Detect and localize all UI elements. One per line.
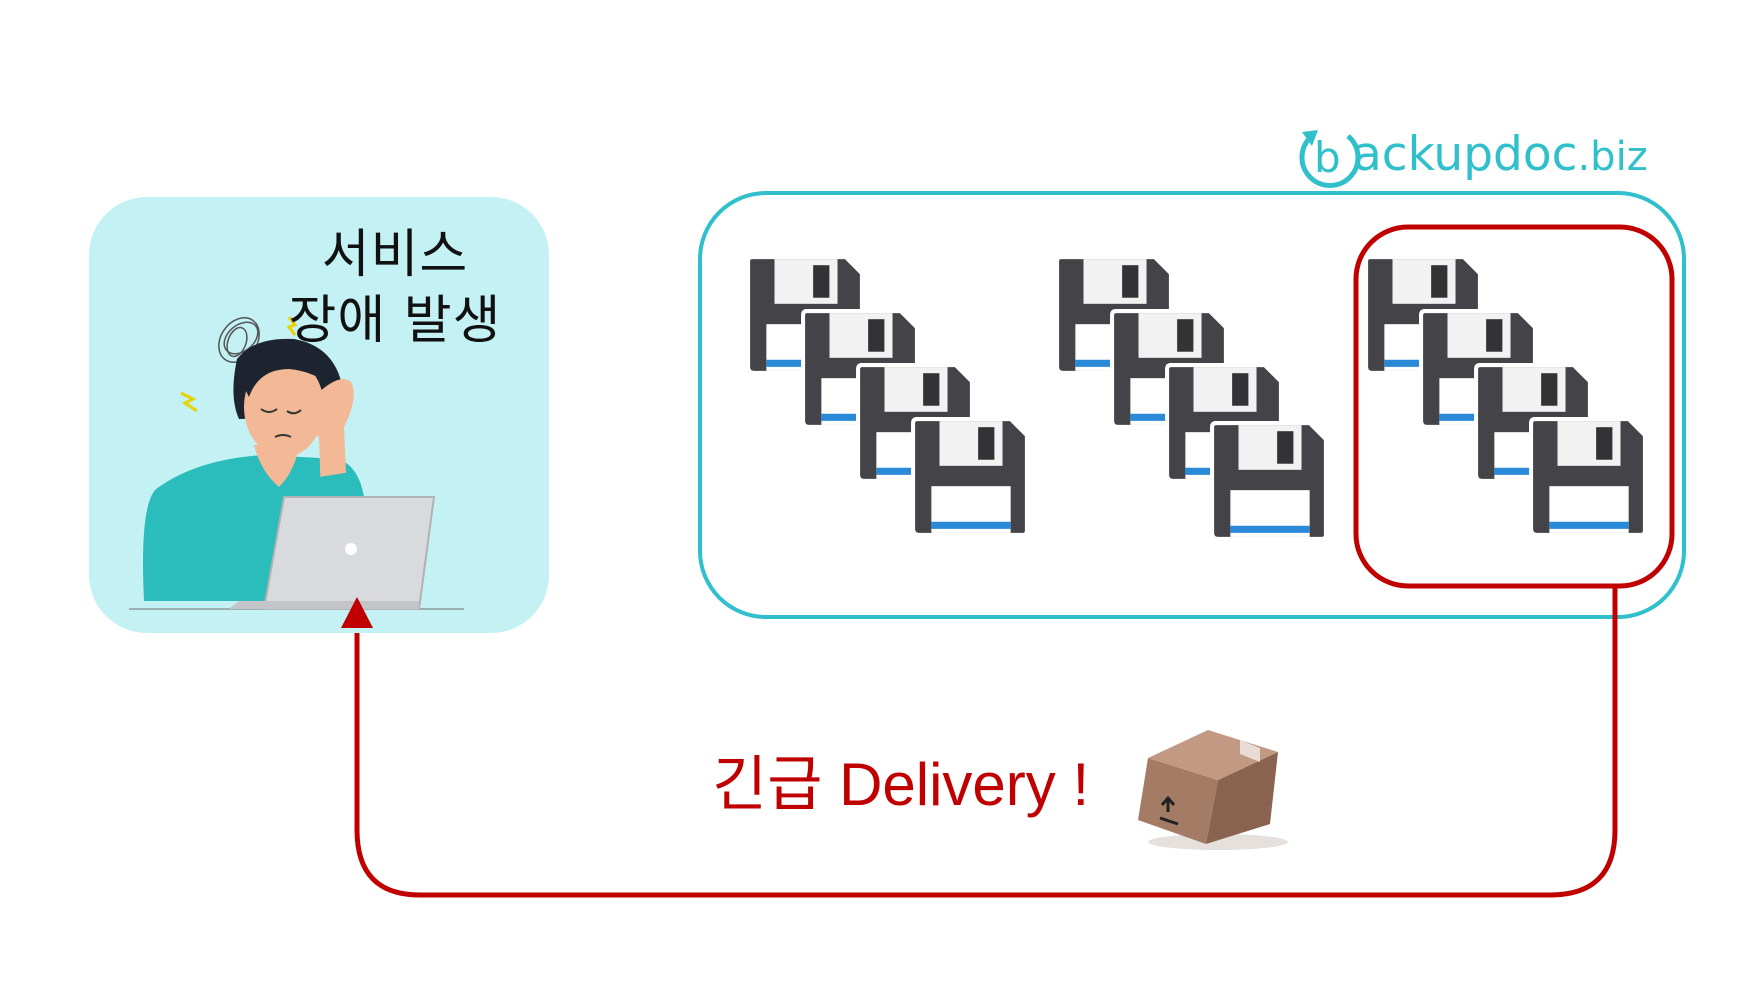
incident-title: 서비스 장애 발생 bbox=[240, 222, 550, 354]
stress-spark-icon bbox=[180, 391, 198, 413]
incident-title-line1: 서비스 bbox=[321, 225, 469, 285]
backup-repository-border bbox=[698, 191, 1686, 619]
brand-tld: .biz bbox=[1577, 134, 1648, 180]
brand-letter-b: b bbox=[1314, 133, 1341, 182]
backup-group-2 bbox=[1053, 253, 1343, 543]
laptop-icon bbox=[229, 496, 436, 610]
incident-title-line2: 장애 발생 bbox=[288, 291, 502, 351]
brand-name: ackupdoc bbox=[1353, 127, 1578, 182]
floppy-disk-icon bbox=[913, 419, 1027, 535]
backup-logo-icon: b bbox=[1299, 130, 1361, 188]
backup-group-1 bbox=[744, 253, 1034, 543]
brand-text: ackupdoc.biz bbox=[1353, 124, 1648, 188]
selected-backup-border bbox=[1353, 224, 1675, 589]
delivery-label: 긴급 Delivery ! bbox=[712, 751, 1090, 818]
floppy-disk-icon bbox=[1212, 423, 1326, 539]
floppy-disk-icon bbox=[1531, 419, 1645, 535]
cardboard-box-icon bbox=[1138, 730, 1288, 850]
delivery-arrow-head bbox=[341, 597, 373, 628]
delivery-path-line bbox=[354, 586, 1618, 898]
backup-group-3 bbox=[1362, 253, 1652, 543]
stressed-person-illustration bbox=[129, 316, 464, 628]
